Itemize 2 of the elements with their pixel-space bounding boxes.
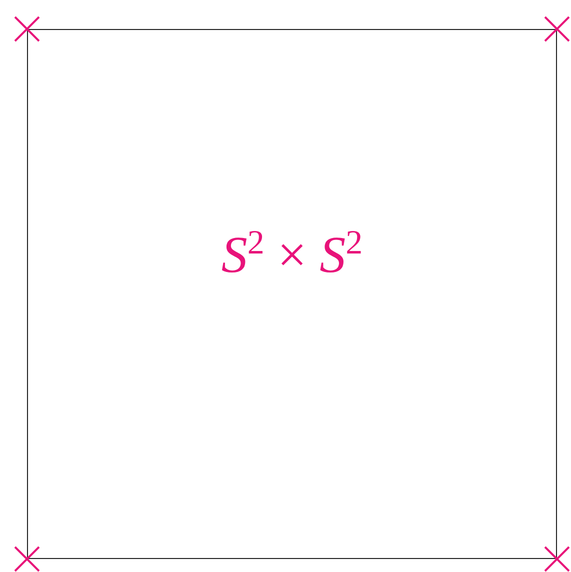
formula-label: S$^{2}$ × S$^{2}$ (221, 227, 363, 284)
square-box (27, 29, 557, 559)
